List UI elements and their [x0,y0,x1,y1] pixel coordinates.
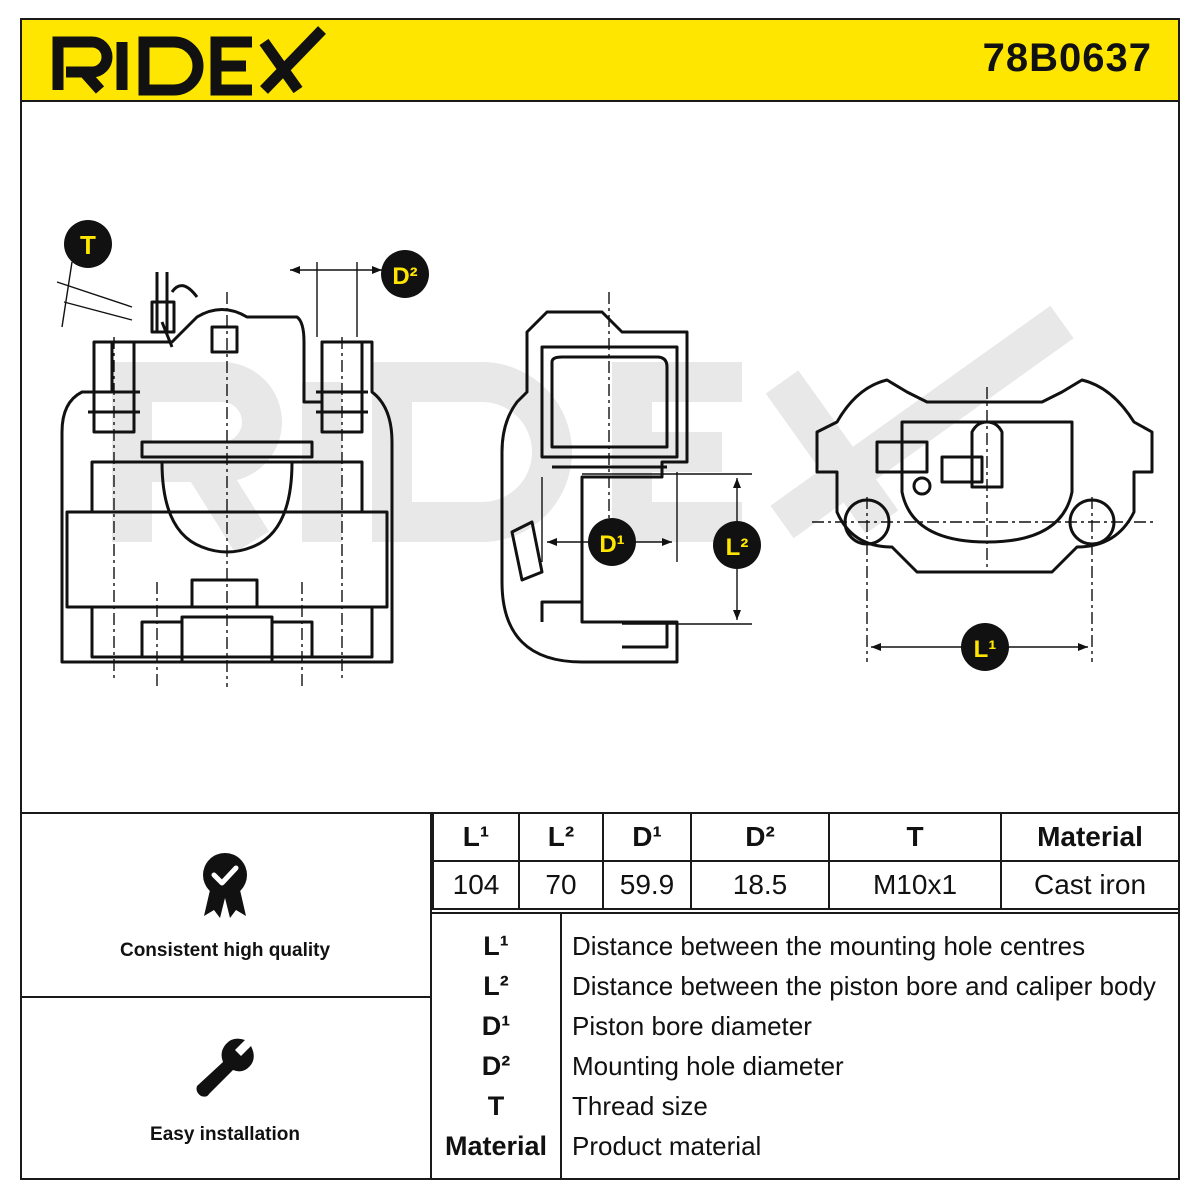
svg-text:D¹: D¹ [599,531,624,558]
badge-t: T [64,220,112,268]
legend-desc: Thread size [572,1091,708,1121]
legend-row: L² Distance between the piston bore and … [432,966,1178,1006]
badge-l1: L¹ [961,623,1009,671]
spec-value-l1: 104 [432,860,520,910]
spec-value-l2: 70 [518,860,604,910]
legend-key: Material [444,1131,548,1161]
legend-key: D² [481,1051,511,1081]
spec-header-material: Material [1000,814,1178,862]
spec-header-l2: L² [518,814,604,862]
spec-value-d2: 18.5 [690,860,830,910]
legend-desc: Piston bore diameter [572,1011,812,1041]
spec-header-l1: L¹ [432,814,520,862]
legend-list: L¹ Distance between the mounting hole ce… [432,912,1178,1180]
svg-text:T: T [80,230,96,260]
feature-quality-label: Consistent high quality [119,940,331,961]
legend-row: T Thread size [432,1086,1178,1126]
badge-d2: D² [381,250,429,298]
quality-badge-icon [203,853,247,918]
legend-key: T [487,1091,505,1121]
spec-header-d2: D² [690,814,830,862]
info-section: Consistent high quality Easy installatio… [20,812,1180,1180]
spec-value-d1: 59.9 [602,860,692,910]
legend-divider [560,914,562,1180]
legend-key: L² [483,971,509,1001]
feature-installation-label: Easy installation [150,1124,300,1145]
wrench-icon [196,1038,254,1097]
feature-quality: Consistent high quality [20,814,430,998]
t-dimension-lines [56,261,133,328]
spec-header-t: T [828,814,1002,862]
legend-row: Material Product material [432,1126,1178,1166]
spec-value-row: 104 70 59.9 18.5 M10x1 Cast iron [432,860,1178,910]
legend-desc: Distance between the piston bore and cal… [572,971,1156,1001]
legend-desc: Mounting hole diameter [572,1051,844,1081]
part-number: 78B0637 [982,36,1152,80]
feature-installation: Easy installation [20,998,430,1180]
ridex-logo [52,26,326,96]
spec-header-d1: D¹ [602,814,692,862]
badge-d1: D¹ [588,518,636,566]
ridex-watermark [112,305,1074,553]
d2-dimension-lines [290,262,382,337]
header-bar: 78B0637 [20,18,1180,102]
legend-desc: Distance between the mounting hole centr… [572,931,1086,961]
spec-header-row: L¹ L² D¹ D² T Material [432,814,1178,862]
svg-text:D²: D² [392,263,417,290]
section-divider [430,814,432,1180]
spec-value-t: M10x1 [828,860,1002,910]
legend-row: L¹ Distance between the mounting hole ce… [432,926,1178,966]
legend-row: D² Mounting hole diameter [432,1046,1178,1086]
legend-key: D¹ [481,1011,511,1041]
spec-table: L¹ L² D¹ D² T Material 104 70 59.9 18.5 … [432,814,1178,910]
legend-desc: Product material [572,1131,762,1161]
spec-value-material: Cast iron [1000,860,1178,910]
svg-text:L²: L² [726,534,749,561]
legend-key: L¹ [483,931,509,961]
caliper-drawing: T D² D¹ L² L¹ [56,220,1157,687]
badge-l2: L² [713,521,761,569]
svg-text:L¹: L¹ [974,636,997,663]
caliper-section-view [500,310,689,664]
legend-row: D¹ Piston bore diameter [432,1006,1178,1046]
